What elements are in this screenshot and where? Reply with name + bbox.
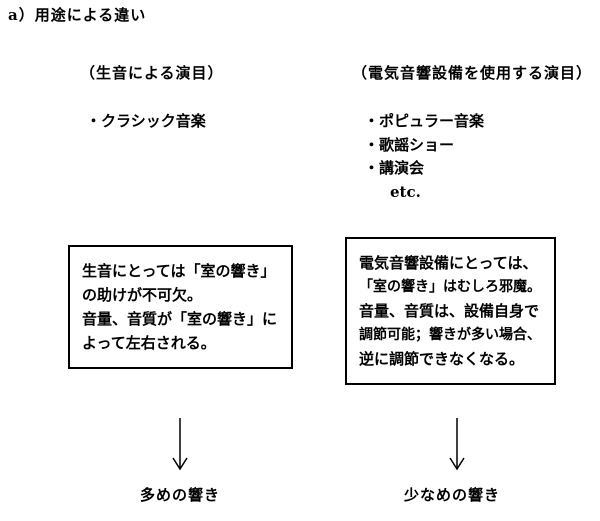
- right-result-label: 少なめの響き: [404, 486, 501, 504]
- section-title: a）用途による違い: [8, 6, 147, 24]
- right-item-etc: etc.: [390, 183, 421, 201]
- right-box-line-3: 音量、音質は、設備自身で: [359, 302, 540, 320]
- right-item-kayo-show: ・歌謡ショー: [364, 136, 455, 154]
- right-down-arrow-icon: [449, 418, 465, 471]
- right-box-line-4: 調節可能；響きが多い場合、: [359, 327, 541, 343]
- left-box-line-2: の助けが不可欠。: [82, 286, 203, 304]
- left-box-line-4: よって左右される。: [82, 334, 216, 352]
- right-item-lecture: ・講演会: [364, 159, 425, 177]
- right-column-heading: （電気音響設備を使用する演目）: [352, 64, 593, 82]
- right-description-box: 電気音響設備にとっては、 「室の響き」はむしろ邪魔。 音量、音質は、設備自身で …: [345, 237, 556, 385]
- right-item-pop: ・ポピュラー音楽: [364, 112, 485, 130]
- left-result-label: 多めの響き: [140, 486, 221, 504]
- left-box-line-1: 生音にとっては「室の響き」: [82, 262, 276, 280]
- left-down-arrow-icon: [172, 418, 188, 471]
- left-item-classical: ・クラシック音楽: [86, 112, 206, 130]
- left-column-heading: （生音による演目）: [80, 64, 224, 82]
- right-box-line-5: 逆に調節できなくなる。: [359, 350, 525, 368]
- right-box-line-1: 電気音響設備にとっては、: [359, 254, 538, 272]
- left-box-line-3: 音量、音質が「室の響き」に: [82, 310, 278, 328]
- right-box-line-2: 「室の響き」はむしろ邪魔。: [359, 279, 541, 295]
- left-description-box: 生音にとっては「室の響き」 の助けが不可欠。 音量、音質が「室の響き」に よって…: [68, 245, 293, 369]
